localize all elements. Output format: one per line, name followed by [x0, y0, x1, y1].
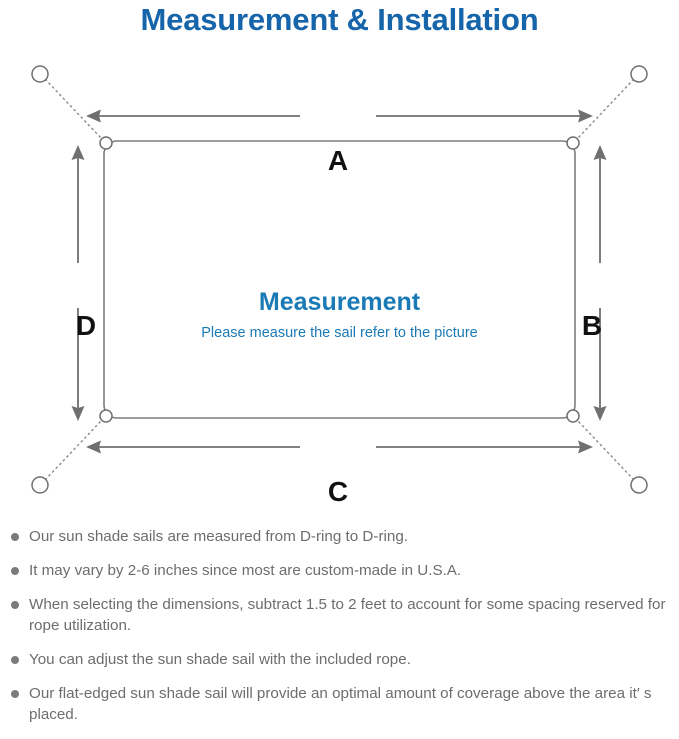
list-item: It may vary by 2-6 inches since most are…: [0, 560, 679, 581]
sail-diagram-svg: [31, 65, 648, 494]
diagram-center-label: Measurement: [258, 288, 421, 316]
list-item: You can adjust the sun shade sail with t…: [0, 649, 679, 670]
dimension-c-arrowhead-right: [578, 440, 593, 454]
page-title: Measurement & Installation: [140, 2, 539, 37]
bullet-icon: [11, 533, 19, 541]
dimension-arrow-d: [71, 145, 85, 421]
dimension-label-d: D: [75, 310, 97, 341]
dimension-label-a: A: [327, 145, 349, 176]
notes-list: Our sun shade sails are measured from D-…: [0, 526, 679, 738]
dimension-label-c: C: [327, 476, 349, 507]
list-item: Our flat-edged sun shade sail will provi…: [0, 683, 679, 725]
rope-line-top-left: [44, 78, 102, 139]
sail-diagram: A B C D Measurement Please measure the s…: [0, 48, 679, 518]
rope-line-bottom-left: [44, 420, 102, 481]
list-item-text: Our flat-edged sun shade sail will provi…: [29, 685, 652, 723]
dimension-arrow-c: [86, 440, 593, 454]
rope-line-bottom-right: [577, 420, 635, 481]
bullet-icon: [11, 690, 19, 698]
bullet-icon: [11, 656, 19, 664]
dimension-d-arrowhead-top: [71, 145, 85, 160]
d-ring-bottom-right-icon: [566, 409, 580, 423]
anchor-points: [31, 65, 648, 494]
bullet-icon: [11, 567, 19, 575]
anchor-point-bottom-right-icon: [630, 476, 648, 494]
dimension-arrow-a: [86, 109, 593, 123]
anchor-point-bottom-left-icon: [31, 476, 49, 494]
list-item-text: It may vary by 2-6 inches since most are…: [29, 562, 462, 579]
d-ring-top-left-icon: [99, 136, 113, 150]
sail-outline: [103, 140, 576, 419]
dimension-b-arrowhead-bottom: [593, 406, 607, 421]
list-item-text: When selecting the dimensions, subtract …: [29, 596, 666, 634]
dimension-label-b: B: [581, 310, 603, 341]
anchor-point-top-left-icon: [31, 65, 49, 83]
list-item: Our sun shade sails are measured from D-…: [0, 526, 679, 547]
dimension-a-arrowhead-left: [86, 109, 101, 123]
rope-line-top-right: [577, 78, 635, 139]
dimension-a-arrowhead-right: [578, 109, 593, 123]
bullet-icon: [11, 601, 19, 609]
dimension-b-arrowhead-top: [593, 145, 607, 160]
dimension-c-arrowhead-left: [86, 440, 101, 454]
dimension-d-arrowhead-bottom: [71, 406, 85, 421]
rope-lines: [44, 78, 635, 481]
anchor-point-top-right-icon: [630, 65, 648, 83]
list-item-text: You can adjust the sun shade sail with t…: [29, 651, 411, 668]
diagram-center-sublabel: Please measure the sail refer to the pic…: [201, 325, 478, 341]
d-ring-top-right-icon: [566, 136, 580, 150]
d-ring-bottom-left-icon: [99, 409, 113, 423]
list-item-text: Our sun shade sails are measured from D-…: [29, 528, 408, 545]
d-rings: [99, 136, 580, 423]
list-item: When selecting the dimensions, subtract …: [0, 594, 679, 636]
dimension-arrow-b: [593, 145, 607, 421]
